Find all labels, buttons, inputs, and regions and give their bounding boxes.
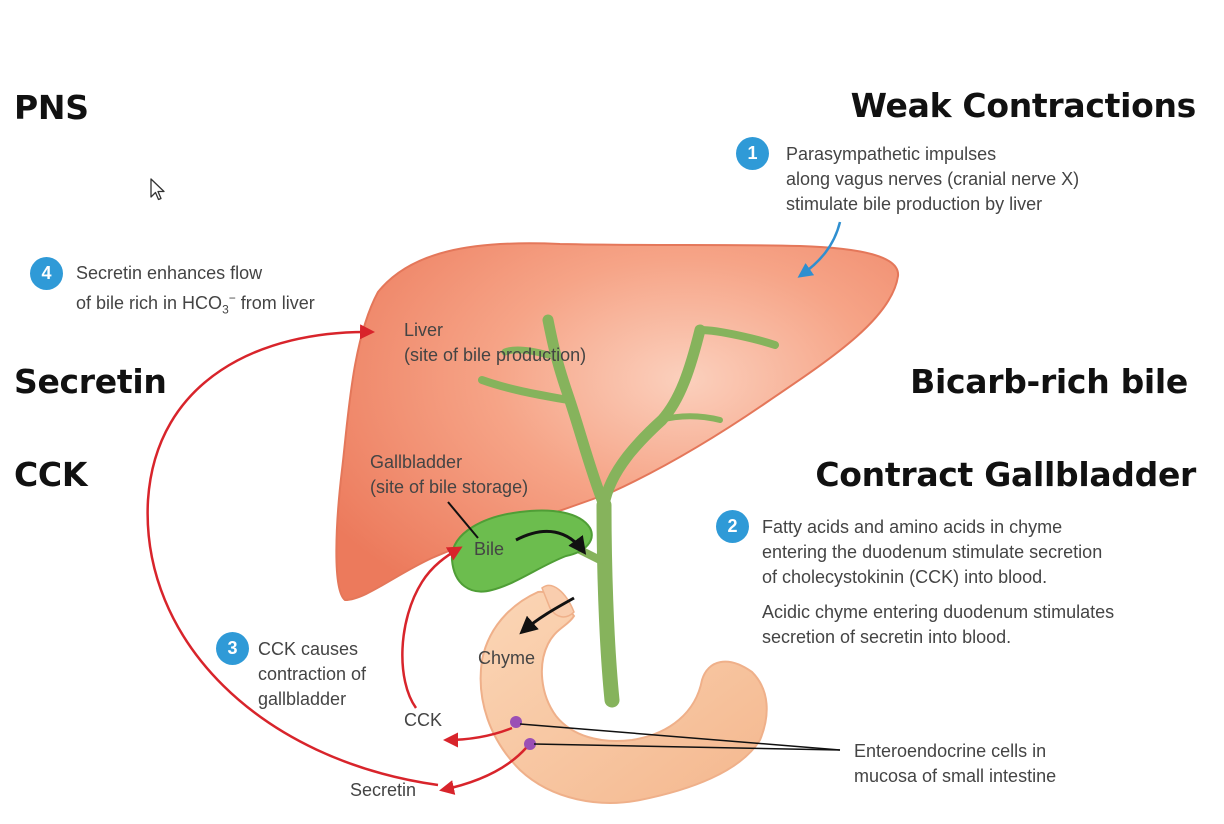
- step-3-line: contraction of: [258, 664, 367, 684]
- step-1-line: Parasympathetic impulses: [786, 144, 997, 164]
- step-3-badge: 3: [216, 632, 249, 665]
- header-bicarb-rich-bile: Bicarb-rich bile: [910, 362, 1188, 401]
- step-1-line: along vagus nerves (cranial nerve X): [786, 169, 1080, 189]
- gallbladder-label-line: Gallbladder: [370, 452, 463, 472]
- step-1-text: Parasympathetic impulses along vagus ner…: [786, 142, 1079, 217]
- mouse-cursor-icon: [150, 178, 165, 201]
- vagus-nerve-arrow: [797, 221, 842, 278]
- header-secretin: Secretin: [14, 362, 167, 401]
- cck-to-gallbladder-arrow: [401, 546, 463, 709]
- step-2-text: Fatty acids and amino acids in chyme ent…: [762, 515, 1114, 650]
- duodenum-end: [541, 584, 575, 618]
- enteroendocrine-cell: [510, 716, 522, 728]
- step-3-line: CCK causes: [258, 639, 359, 659]
- header-contract-gallbladder: Contract Gallbladder: [815, 455, 1196, 494]
- enteroendocrine-label: Enteroendocrine cells in mucosa of small…: [854, 739, 1056, 789]
- step-4-superscript: −: [228, 291, 236, 305]
- liver: [335, 242, 900, 602]
- step-4-line-part: of bile rich in HCO: [76, 293, 223, 313]
- step-2-badge: 2: [716, 510, 749, 543]
- liver-label-line: Liver: [404, 320, 444, 340]
- secretin-to-liver-arrow: [146, 324, 439, 787]
- step-3-text: CCK causes contraction of gallbladder: [258, 637, 366, 712]
- cck-release-arrow: [443, 726, 513, 748]
- step-4-line-part: from liver: [240, 293, 315, 313]
- step-4-badge: 4: [30, 257, 63, 290]
- step-4-text: Secretin enhances flow of bile rich in H…: [76, 261, 315, 323]
- bile-label: Bile: [474, 539, 505, 559]
- chyme-label: Chyme: [478, 648, 536, 668]
- header-pns: PNS: [14, 88, 89, 127]
- step-2-line: of cholecystokinin (CCK) into blood.: [762, 567, 1048, 587]
- header-weak-contractions: Weak Contractions: [850, 86, 1197, 125]
- bile-flow-arrow: [515, 529, 587, 555]
- step-3-line: gallbladder: [258, 689, 347, 709]
- gallbladder-label-line: (site of bile storage): [370, 477, 529, 497]
- step-4-line: of bile rich in HCO3− from liver: [76, 286, 315, 323]
- small-intestine: [479, 590, 768, 804]
- step-2-line: entering the duodenum stimulate secretio…: [762, 542, 1103, 562]
- secretin-release-arrow: [439, 747, 527, 795]
- step-2-extra-line: secretion of secretin into blood.: [762, 627, 1012, 647]
- gallbladder-pointer: [447, 501, 479, 539]
- cck-label: CCK: [404, 710, 443, 730]
- header-cck: CCK: [14, 455, 88, 494]
- enteroendocrine-label-line: Enteroendocrine cells in: [854, 741, 1047, 761]
- step-2-extra-line: Acidic chyme entering duodenum stimulate…: [762, 602, 1115, 622]
- enteroendocrine-label-line: mucosa of small intestine: [854, 766, 1057, 786]
- step-4-line: Secretin enhances flow: [76, 263, 263, 283]
- chyme-flow-arrow: [519, 596, 575, 635]
- gallbladder-label: Gallbladder (site of bile storage): [370, 450, 528, 500]
- secretin-label: Secretin: [350, 780, 417, 800]
- gallbladder: [450, 509, 593, 593]
- step-2-line: Fatty acids and amino acids in chyme: [762, 517, 1063, 537]
- liver-label-line: (site of bile production): [404, 345, 587, 365]
- enteroendocrine-pointer: [519, 723, 841, 751]
- enteroendocrine-pointer: [533, 743, 841, 751]
- step-1-line: stimulate bile production by liver: [786, 194, 1043, 214]
- step-4-subscript: 3: [222, 302, 229, 317]
- step-1-badge: 1: [736, 137, 769, 170]
- liver-label: Liver (site of bile production): [404, 318, 586, 368]
- enteroendocrine-cell: [524, 738, 536, 750]
